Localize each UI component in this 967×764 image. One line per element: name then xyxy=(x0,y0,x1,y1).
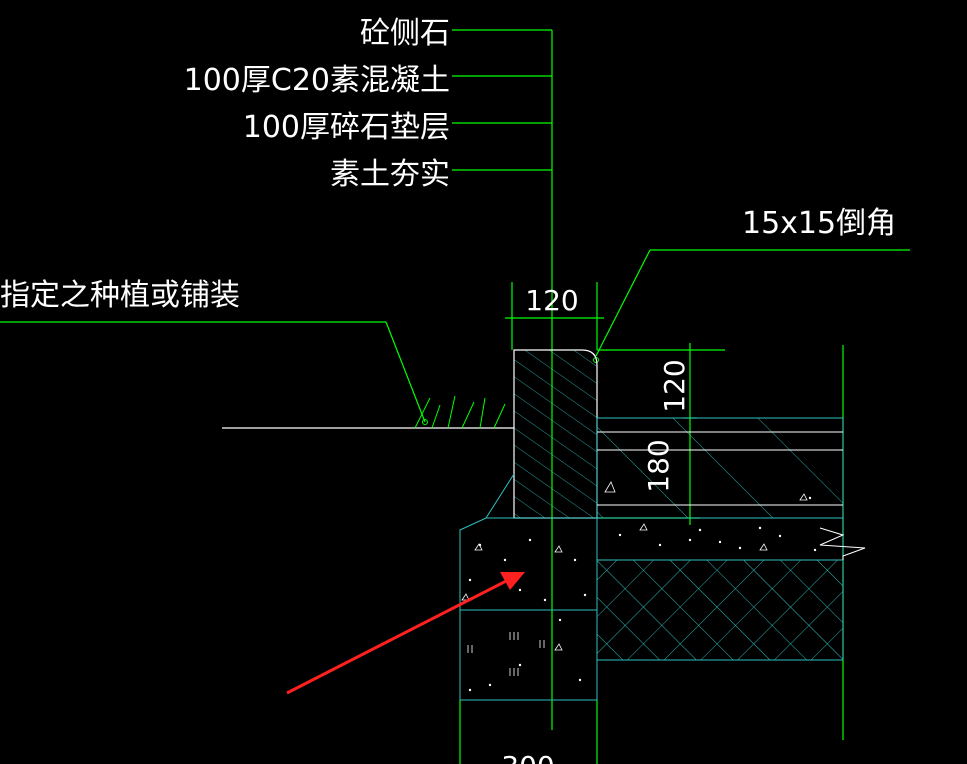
dim-base-width: 300 xyxy=(501,750,554,764)
dim-curb-width: 120 xyxy=(525,284,578,317)
gravel-layer xyxy=(459,609,598,701)
callout-labels: 砼侧石 100厚C20素混凝土 100厚碎石垫层 素土夯实 15x15倒角 指定… xyxy=(0,16,896,313)
dim-curb-height-side: 180 xyxy=(642,439,675,492)
layer-leaders xyxy=(0,29,910,764)
label-compacted-soil: 素土夯实 xyxy=(330,157,450,192)
grass-tufts xyxy=(414,395,506,429)
dimension-labels: 120 120 180 300 xyxy=(501,284,691,764)
break-line xyxy=(819,527,866,560)
label-curb-stone: 砼侧石 xyxy=(360,16,450,51)
label-planting: 指定之种植或铺装 xyxy=(0,278,240,313)
dim-curb-height-top: 120 xyxy=(658,359,691,412)
label-concrete-layer: 100厚C20素混凝土 xyxy=(184,63,450,98)
label-gravel-layer: 100厚碎石垫层 xyxy=(243,110,450,145)
curb-stone xyxy=(513,349,598,519)
planting-leader-dot xyxy=(422,419,428,425)
label-chamfer: 15x15倒角 xyxy=(742,206,896,241)
compacted-soil xyxy=(460,559,844,701)
red-pointer-arrow-icon xyxy=(286,572,525,695)
pavement-surface xyxy=(596,417,844,519)
